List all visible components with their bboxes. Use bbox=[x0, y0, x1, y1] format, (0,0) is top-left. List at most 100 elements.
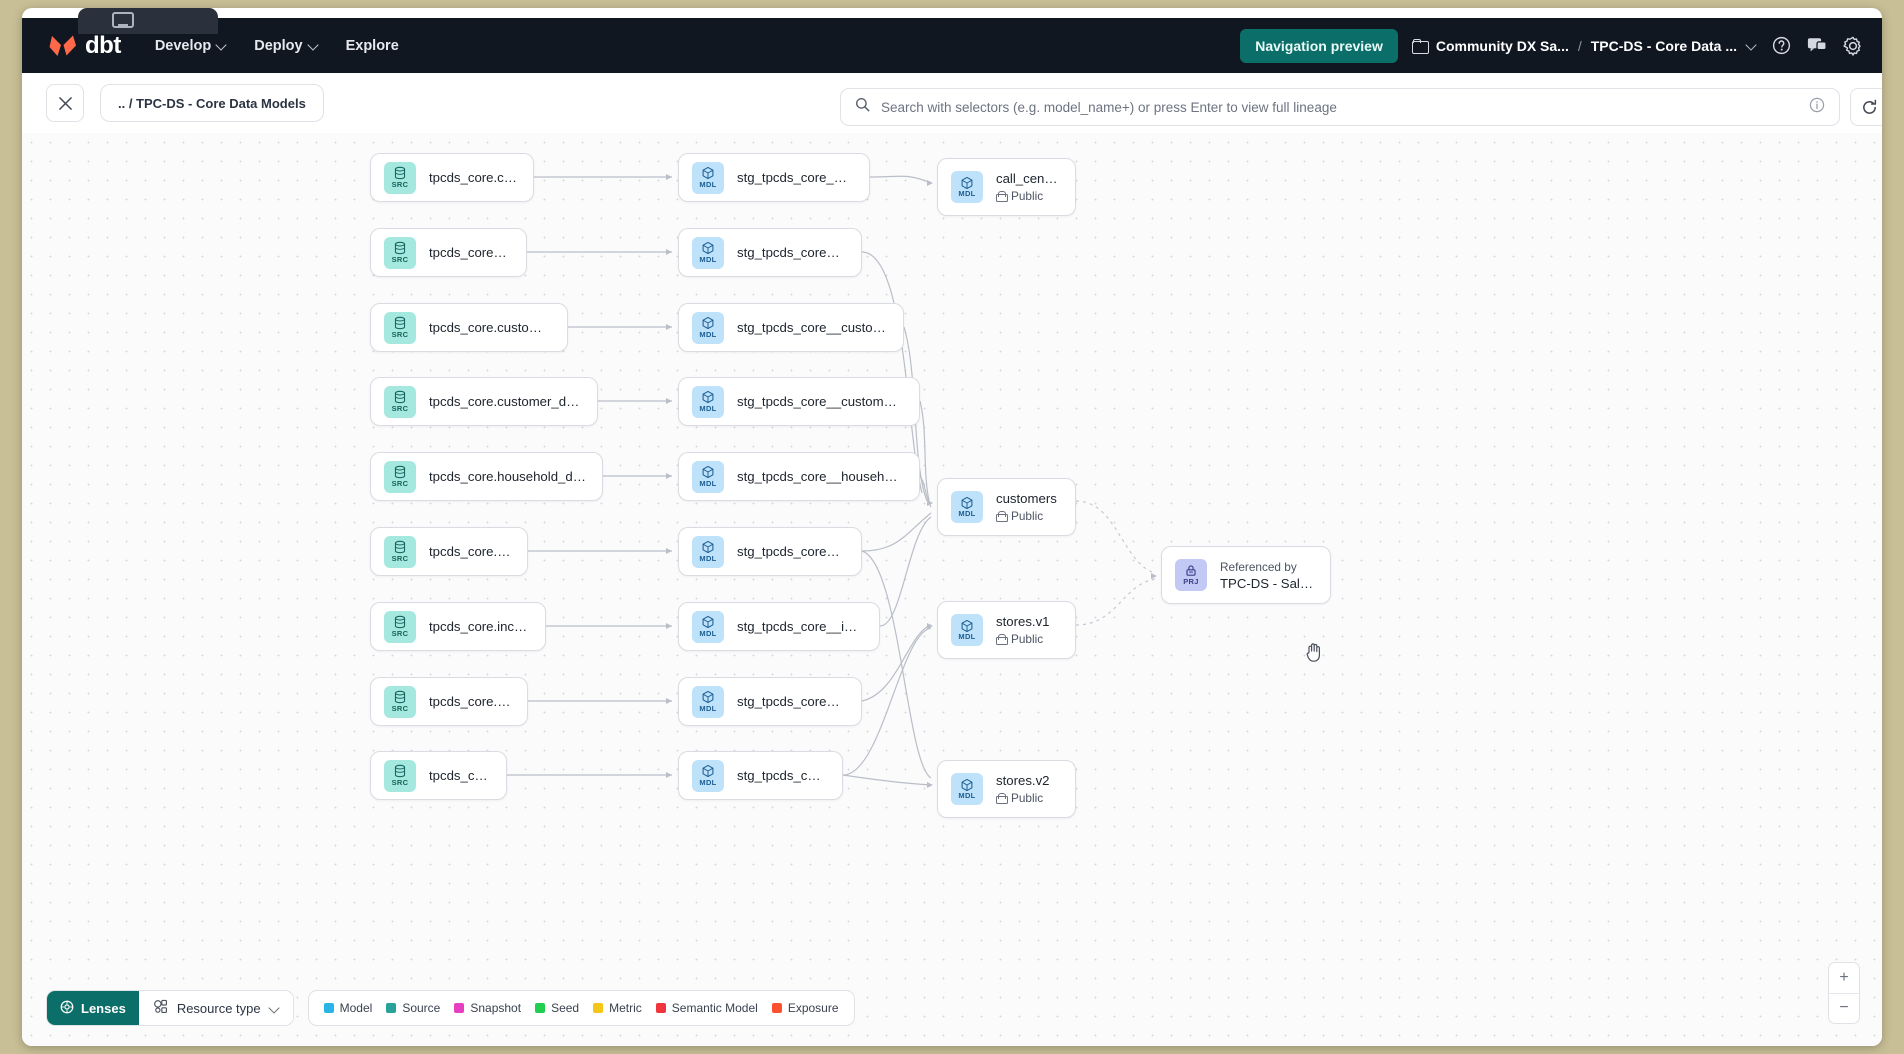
browser-tab-stub bbox=[78, 8, 218, 34]
node-title: customers bbox=[996, 491, 1057, 506]
chevron-down-icon[interactable] bbox=[1747, 41, 1756, 50]
lineage-node-model[interactable]: MDL call_centersPublic bbox=[937, 158, 1076, 216]
nav-label: Deploy bbox=[254, 37, 303, 54]
mdl-badge-icon: MDL bbox=[692, 161, 724, 194]
prj-badge-icon: PRJ bbox=[1175, 559, 1207, 591]
node-title: tpcds_core.customer_address bbox=[429, 320, 551, 335]
node-labels: tpcds_core.customer_demographics bbox=[429, 394, 581, 409]
node-title: tpcds_core.call_center bbox=[429, 170, 517, 185]
node-title: tpcds_core.customer_demographics bbox=[429, 394, 581, 409]
lineage-node-model[interactable]: MDLstg_tpcds_core__household_demogr… bbox=[678, 452, 920, 501]
node-labels: tpcds_core.customer_address bbox=[429, 320, 551, 335]
legend-item: Snapshot bbox=[454, 1001, 521, 1015]
breadcrumb-account[interactable]: Community DX Sa... bbox=[1435, 37, 1569, 54]
mdl-badge-icon: MDL bbox=[692, 385, 724, 418]
search-input[interactable] bbox=[881, 99, 1798, 115]
node-access: Public bbox=[996, 791, 1050, 805]
chevron-down-icon bbox=[309, 41, 318, 50]
dbt-x-icon bbox=[48, 32, 78, 60]
mdl-badge-icon: MDL bbox=[951, 491, 983, 523]
navigation-preview-button[interactable]: Navigation preview bbox=[1240, 28, 1398, 63]
mdl-badge-icon: MDL bbox=[951, 614, 983, 646]
node-labels: call_centersPublic bbox=[996, 171, 1059, 203]
legend-swatch bbox=[655, 1003, 666, 1013]
help-circle-icon[interactable] bbox=[1770, 35, 1792, 57]
nav-item-deploy[interactable]: Deploy bbox=[254, 38, 317, 54]
nav-item-explore[interactable]: Explore bbox=[346, 38, 399, 54]
lineage-node-source[interactable]: SRC tpcds_core.customer_address bbox=[370, 303, 568, 352]
legend-label: Metric bbox=[609, 1001, 642, 1015]
top-navigation-bar: dbt Develop Deploy Explore Navigation pr… bbox=[22, 18, 1882, 73]
info-icon[interactable] bbox=[1809, 97, 1825, 118]
zoom-out-button[interactable]: − bbox=[1839, 999, 1849, 1017]
gear-icon[interactable] bbox=[1842, 35, 1864, 57]
lineage-node-model[interactable]: MDLstg_tpcds_core__customer_demogra… bbox=[678, 377, 920, 426]
dbt-logo[interactable]: dbt bbox=[48, 32, 121, 60]
node-labels: tpcds_core.date_dim bbox=[429, 544, 511, 559]
legend-swatch bbox=[535, 1003, 546, 1013]
mdl-badge-icon: MDL bbox=[692, 236, 724, 269]
refresh-button[interactable] bbox=[1850, 88, 1882, 126]
src-badge-icon: SRC bbox=[384, 460, 416, 493]
node-labels: tpcds_core.store bbox=[429, 768, 490, 783]
legend-swatch bbox=[386, 1003, 397, 1013]
lineage-canvas[interactable]: SRCtpcds_core.call_centerSRCtpcds_core.c… bbox=[22, 133, 1882, 1046]
lineage-breadcrumb-pill[interactable]: .. / TPC-DS - Core Data Models bbox=[100, 84, 324, 122]
primary-nav: Develop Deploy Explore bbox=[155, 38, 399, 54]
src-badge-icon: SRC bbox=[384, 610, 416, 643]
lenses-button[interactable]: Lenses bbox=[47, 991, 139, 1025]
lock-icon bbox=[996, 190, 1008, 202]
node-title: tpcds_core.date_dim bbox=[429, 544, 511, 559]
legend-label: Source bbox=[402, 1001, 441, 1015]
zoom-in-button[interactable]: + bbox=[1829, 963, 1859, 994]
src-badge-icon: SRC bbox=[384, 685, 416, 718]
node-labels: tpcds_core.call_center bbox=[429, 170, 517, 185]
lens-icon bbox=[60, 1000, 74, 1017]
search-icon bbox=[855, 97, 870, 117]
src-badge-icon: SRC bbox=[384, 311, 416, 344]
legend-item: Semantic Model bbox=[655, 1001, 758, 1015]
feedback-icon[interactable] bbox=[1806, 35, 1828, 57]
node-title: stg_tpcds_core__store bbox=[737, 768, 826, 783]
node-access: Public bbox=[996, 189, 1059, 203]
legend-swatch bbox=[323, 1003, 334, 1013]
folder-icon bbox=[1411, 38, 1429, 54]
node-title: stores.v1 bbox=[996, 614, 1050, 629]
breadcrumb-project[interactable]: TPC-DS - Core Data ... bbox=[1590, 37, 1737, 54]
node-labels: tpcds_core.customer bbox=[429, 245, 510, 260]
nav-right-group: Navigation preview Community DX Sa... / … bbox=[1240, 28, 1864, 63]
mdl-badge-icon: MDL bbox=[951, 171, 983, 203]
lineage-search-bar[interactable] bbox=[840, 88, 1840, 126]
legend-item: Exposure bbox=[771, 1001, 839, 1015]
nav-item-develop[interactable]: Develop bbox=[155, 38, 226, 54]
lineage-edges bbox=[507, 174, 1157, 788]
node-title: stg_tpcds_core__income_band bbox=[737, 619, 863, 634]
close-button[interactable] bbox=[46, 84, 84, 122]
node-labels: stg_tpcds_core__household_demogr… bbox=[737, 469, 903, 484]
lock-icon bbox=[996, 633, 1008, 645]
chevron-down-icon bbox=[217, 41, 226, 50]
resource-type-dropdown[interactable]: Resource type bbox=[138, 991, 293, 1025]
node-labels: stg_tpcds_core__date_dim bbox=[737, 544, 845, 559]
access-label: Public bbox=[1011, 509, 1044, 523]
node-title: call_centers bbox=[996, 171, 1059, 186]
